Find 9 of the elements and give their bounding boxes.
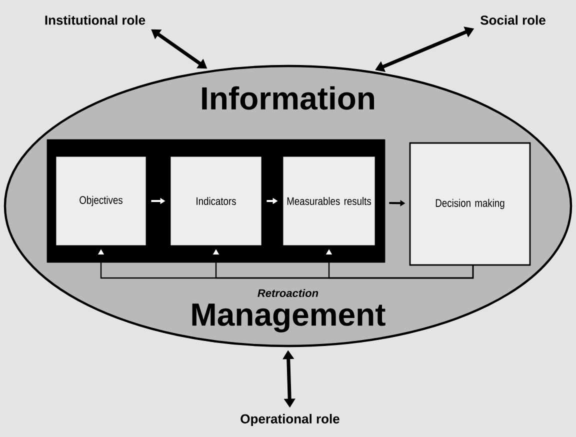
- band-title: Information: [202, 86, 374, 110]
- process-box: Indicators: [169, 155, 263, 247]
- band-title: Management: [192, 304, 386, 332]
- role-label: Operational role: [240, 414, 340, 426]
- process-box: Measurables results: [282, 155, 376, 247]
- role-label: Institutional role: [45, 15, 146, 25]
- role-label: Social role: [480, 15, 546, 25]
- process-box: Decision making: [409, 142, 531, 266]
- process-box: Objectives: [54, 155, 148, 247]
